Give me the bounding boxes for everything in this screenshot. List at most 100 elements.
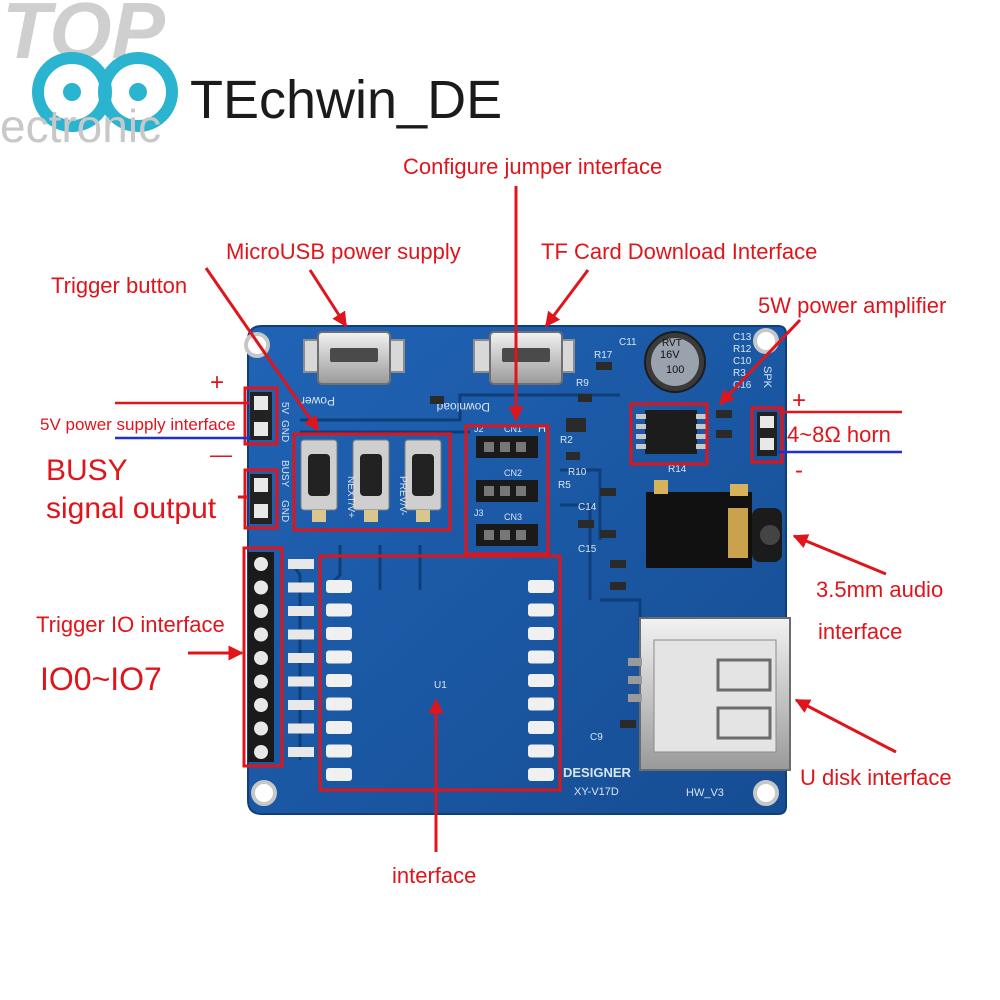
module-pad-right: [528, 603, 554, 617]
silk-next: NEXT/V+: [345, 476, 356, 518]
module-pad-right: [528, 580, 554, 593]
jumper-cn3[interactable]: [476, 524, 538, 546]
label-microusb-power: MicroUSB power supply: [226, 239, 461, 264]
silk-prev: PREV/V-: [397, 476, 408, 515]
module-pad-left: [326, 603, 352, 617]
box-io-header: [242, 546, 284, 768]
electrolytic-capacitor: 100 16V RVT: [644, 331, 706, 393]
module-pad-left: [326, 650, 352, 664]
label-amplifier: 5W power amplifier: [758, 293, 946, 318]
silk-power: Power: [301, 394, 335, 408]
module-pad-left: [326, 580, 352, 593]
io-pin[interactable]: [254, 745, 268, 759]
label-minus-left: —: [210, 442, 232, 467]
silk-r10: R10: [568, 467, 587, 478]
arrow-amplifier: [718, 318, 802, 406]
silk-r12: R12: [733, 344, 752, 355]
logo-ring-right: [98, 52, 178, 132]
amplifier-chip: [636, 410, 706, 454]
mount-hole: [753, 780, 779, 806]
audio-jack[interactable]: [646, 480, 782, 568]
box-trigger-buttons: [292, 432, 452, 532]
io-pin[interactable]: [254, 651, 268, 665]
brand-name: TEchwin_DE: [190, 70, 502, 130]
button-2[interactable]: [352, 439, 390, 522]
module-pad-left: [326, 768, 352, 781]
silk-c9: C9: [590, 732, 603, 743]
pcb-board: Power Download C11 R17 R9 R2 R5 R10 R14 …: [244, 325, 791, 815]
jumper-cn2[interactable]: [476, 480, 538, 502]
module-pad-right: [528, 768, 554, 781]
microusb-power-port[interactable]: [303, 331, 405, 385]
module-pad-right: [528, 674, 554, 687]
label-trigger-io: Trigger IO interface: [36, 612, 225, 637]
logo-dot-right: [129, 83, 147, 101]
jumper-cn1[interactable]: [476, 436, 538, 458]
silk-j2: J2: [474, 424, 484, 434]
io-pin[interactable]: [254, 557, 268, 571]
io-header[interactable]: [248, 552, 314, 762]
microusb-download-port[interactable]: [473, 331, 575, 385]
io-resistor: [288, 747, 314, 757]
mount-hole: [753, 328, 779, 354]
io-pin[interactable]: [254, 674, 268, 689]
silk-r9: R9: [576, 378, 589, 389]
box-module: [318, 554, 562, 792]
io-resistor: [288, 723, 314, 734]
button-1[interactable]: [300, 439, 338, 522]
trigger-buttons[interactable]: [300, 439, 442, 522]
label-minus-right: -: [795, 457, 803, 484]
button-3[interactable]: [404, 439, 442, 522]
io-resistor: [288, 629, 314, 640]
io-pin[interactable]: [254, 721, 268, 736]
io-pin[interactable]: [254, 604, 268, 618]
label-horn: 4~8Ω horn: [787, 422, 891, 447]
arrow-microusb: [308, 269, 348, 328]
silk-u1: U1: [434, 680, 447, 691]
label-5v-power: 5V power supply interface: [40, 415, 236, 434]
config-jumpers[interactable]: [476, 436, 538, 546]
silk-c16: C16: [733, 380, 752, 391]
cap-value: 100: [666, 364, 684, 376]
label-busy-1: BUSY: [46, 454, 128, 487]
label-audio-2: interface: [818, 619, 902, 644]
busy-header-pins[interactable]: [250, 474, 272, 524]
module-pad-right: [528, 721, 554, 734]
silk-download: Download: [437, 400, 490, 414]
io-pin[interactable]: [254, 627, 268, 642]
silk-designer: DESIGNER: [563, 765, 632, 780]
silk-gnd-2: GND: [279, 500, 290, 522]
usb-a-port[interactable]: [628, 617, 791, 771]
silk-j3: J3: [474, 508, 484, 518]
module-pad-left: [326, 721, 352, 734]
silk-r5: R5: [558, 480, 571, 491]
label-busy-2: signal output: [46, 492, 217, 525]
io-resistor: [288, 559, 314, 569]
io-pin[interactable]: [254, 698, 268, 712]
box-busy-header: [243, 468, 279, 530]
box-jumpers: [464, 424, 550, 556]
smd-parts: [430, 362, 732, 728]
module-pad-left: [326, 744, 352, 758]
power-header-pins[interactable]: [250, 392, 272, 440]
highlight-boxes: [242, 386, 784, 792]
silk-cn3: CN3: [504, 512, 522, 522]
box-speaker: [750, 406, 784, 464]
io-resistor: [288, 606, 314, 616]
module-pad-left: [326, 627, 352, 640]
label-plus-right: +: [792, 387, 806, 414]
label-audio-1: 3.5mm audio: [816, 577, 943, 602]
io-pin[interactable]: [254, 580, 268, 595]
arrow-audio: [792, 534, 887, 576]
speaker-header-pins[interactable]: [757, 412, 777, 456]
label-io-range: IO0~IO7: [40, 661, 162, 697]
box-amplifier: [629, 402, 709, 466]
silk-r17: R17: [594, 350, 613, 361]
label-udisk: U disk interface: [800, 765, 952, 790]
cap-series: RVT: [662, 338, 682, 349]
watermark-bottom: ectronic: [0, 100, 161, 152]
module-pad-left: [326, 674, 352, 687]
label-tf-card: TF Card Download Interface: [541, 239, 817, 264]
module-pad-left: [326, 697, 352, 711]
silk-r2: R2: [560, 435, 573, 446]
